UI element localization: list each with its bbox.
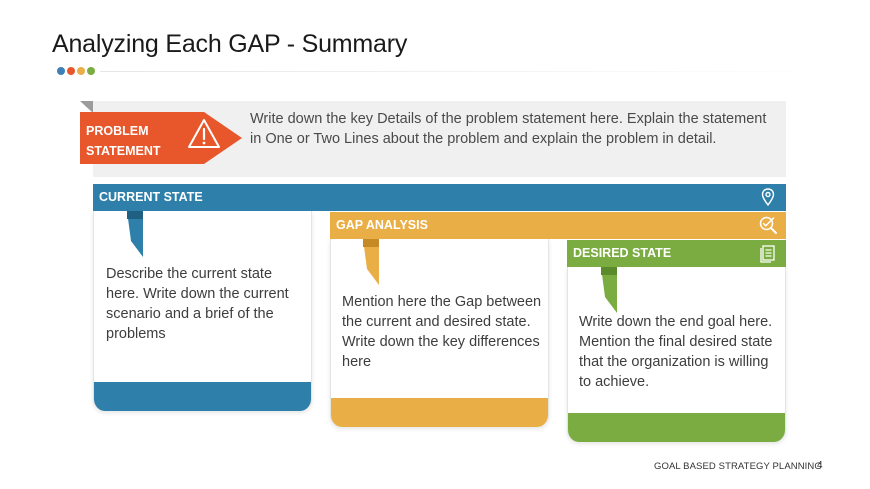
gap-analysis-ribbon	[363, 239, 379, 285]
problem-label-line1: PROBLEM	[86, 124, 149, 138]
desired-state-header: DESIRED STATE	[567, 240, 786, 267]
problem-label: PROBLEM STATEMENT	[86, 121, 176, 161]
current-state-header: CURRENT STATE	[93, 184, 786, 211]
current-state-card-footer	[94, 382, 311, 411]
current-state-title: CURRENT STATE	[99, 190, 203, 204]
accent-dot	[87, 67, 95, 75]
gap-analysis-title: GAP ANALYSIS	[336, 218, 428, 232]
magnifier-check-icon	[759, 216, 777, 234]
slide-title: Analyzing Each GAP - Summary	[52, 30, 408, 58]
footer-label: GOAL BASED STRATEGY PLANNING	[654, 461, 822, 472]
problem-statement-text: Write down the key Details of the proble…	[250, 111, 767, 147]
desired-state-text: Write down the end goal here. Mention th…	[579, 314, 773, 390]
accent-dots	[57, 67, 95, 75]
current-state-ribbon	[127, 211, 143, 257]
location-pin-icon	[761, 188, 775, 207]
title-divider	[100, 71, 840, 72]
warning-icon	[188, 119, 220, 148]
gap-analysis-card-footer	[331, 398, 548, 427]
document-icon	[760, 245, 775, 263]
problem-ribbon-fold	[80, 101, 93, 113]
current-state-text: Describe the current state here. Write d…	[106, 266, 289, 342]
desired-state-card-footer	[568, 413, 785, 442]
current-state-card	[93, 211, 312, 411]
desired-state-ribbon	[601, 267, 617, 313]
gap-analysis-text: Mention here the Gap between the current…	[342, 294, 542, 370]
page-number: 4	[817, 460, 823, 471]
desired-state-title: DESIRED STATE	[573, 246, 672, 260]
problem-label-line2: STATEMENT	[86, 144, 161, 158]
accent-dot	[77, 67, 85, 75]
accent-dot	[67, 67, 75, 75]
gap-analysis-header: GAP ANALYSIS	[330, 212, 786, 239]
accent-dot	[57, 67, 65, 75]
desired-state-card	[567, 267, 786, 442]
gap-analysis-card	[330, 239, 549, 427]
